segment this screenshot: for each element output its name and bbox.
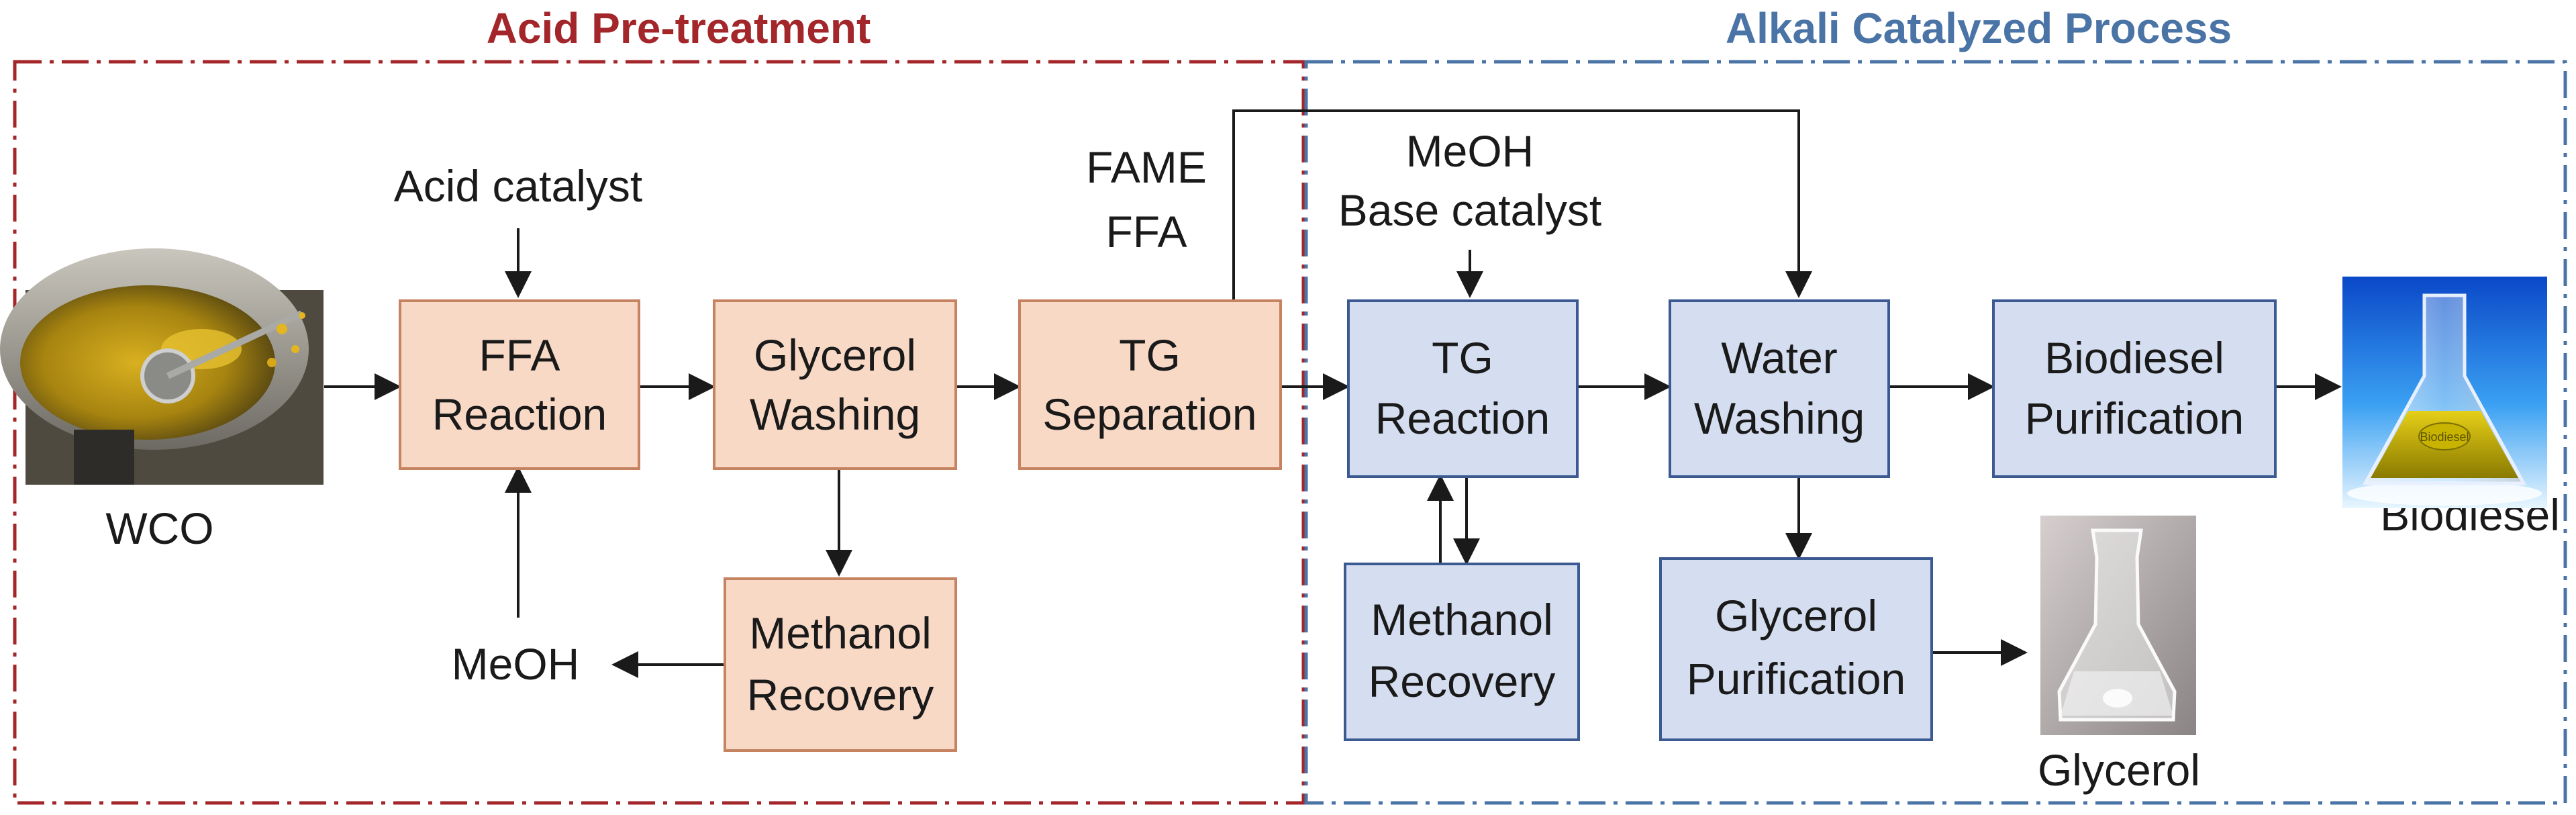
box-ffa-reaction-line2: Reaction	[432, 389, 607, 439]
label-fame: FAME	[1086, 142, 1207, 192]
arrow-fame-ffa-bypass-to-water-washing	[1232, 109, 1812, 301]
box-glycerol-washing-line2: Washing	[750, 389, 920, 439]
box-methanol-recovery-acid-line1: Methanol	[749, 608, 932, 658]
box-tg-separation: TG Separation	[1018, 299, 1282, 470]
label-ffa: FFA	[1105, 207, 1187, 256]
box-glycerol-purification: Glycerol Purification	[1659, 557, 1933, 741]
box-methanol-recovery-acid-line2: Recovery	[747, 670, 934, 720]
box-glycerol-washing-line1: Glycerol	[754, 330, 916, 380]
box-tg-reaction-line1: TG	[1432, 333, 1493, 383]
connectors	[324, 109, 2342, 678]
biodiesel-flask-photo: Biodiesel	[2342, 277, 2547, 508]
box-ffa-reaction: FFA Reaction	[399, 299, 640, 470]
label-glycerol: Glycerol	[2038, 745, 2200, 795]
box-glycerol-washing: Glycerol Washing	[713, 299, 957, 470]
label-wco: WCO	[105, 504, 213, 553]
label-meoh-base: MeOH	[1406, 126, 1534, 176]
box-glycerol-purification-line2: Purification	[1687, 654, 1906, 704]
box-biodiesel-purification-line1: Biodiesel	[2044, 333, 2224, 383]
alkali-region-border	[1304, 60, 2567, 805]
box-water-washing-line1: Water	[1721, 333, 1838, 383]
box-tg-reaction: TG Reaction	[1347, 299, 1579, 478]
biodiesel-flask-label: Biodiesel	[2420, 430, 2469, 444]
box-tg-separation-line2: Separation	[1042, 389, 1256, 439]
glycerol-flask-photo	[2040, 516, 2196, 735]
alkali-region-title: Alkali Catalyzed Process	[1726, 4, 2232, 52]
box-methanol-recovery-alkali-line2: Recovery	[1369, 657, 1556, 706]
box-methanol-recovery-alkali: Methanol Recovery	[1344, 563, 1580, 741]
wco-pot-photo	[0, 248, 324, 485]
label-acid-catalyst: Acid catalyst	[394, 161, 642, 211]
box-methanol-recovery-acid: Methanol Recovery	[724, 577, 957, 752]
box-water-washing: Water Washing	[1669, 299, 1890, 478]
label-meoh-acid: MeOH	[452, 639, 580, 689]
acid-region-title: Acid Pre-treatment	[487, 4, 871, 52]
box-glycerol-purification-line1: Glycerol	[1715, 591, 1877, 640]
acid-region-border	[13, 60, 1305, 805]
box-tg-reaction-line2: Reaction	[1375, 393, 1550, 443]
box-biodiesel-purification-line2: Purification	[2025, 393, 2244, 443]
box-ffa-reaction-line1: FFA	[479, 330, 560, 380]
box-tg-separation-line1: TG	[1119, 330, 1181, 380]
label-base-catalyst: Base catalyst	[1338, 185, 1602, 235]
box-biodiesel-purification: Biodiesel Purification	[1992, 299, 2277, 478]
box-water-washing-line2: Washing	[1694, 393, 1865, 443]
box-methanol-recovery-alkali-line1: Methanol	[1371, 595, 1553, 644]
